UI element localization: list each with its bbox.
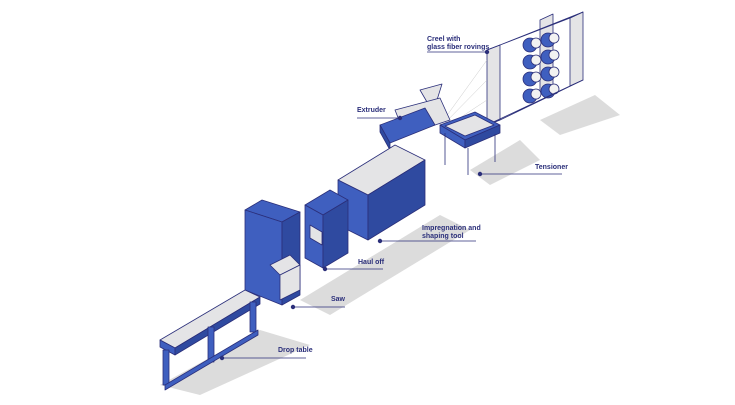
label-impregnation-line1: Impregnation and (422, 225, 481, 232)
label-haul-off: Haul off (358, 259, 385, 266)
leader-lines (219, 49, 562, 361)
drop-table (159, 289, 261, 391)
saw (244, 199, 301, 306)
label-creel-line2: glass fiber rovings (427, 44, 490, 51)
label-impregnation-line2: shaping tool (422, 233, 464, 240)
extruder (379, 83, 451, 151)
creel (486, 11, 584, 126)
label-drop-table: Drop table (278, 347, 313, 354)
haul-off (304, 189, 349, 269)
label-creel: Creel with glass fiber rovings (427, 36, 489, 52)
label-saw: Saw (331, 296, 346, 303)
label-extruder: Extruder (357, 107, 386, 114)
tensioner (439, 111, 501, 175)
floor-shadows (160, 95, 620, 395)
label-impregnation: Impregnation and shaping tool (422, 225, 481, 241)
label-creel-line1: Creel with (427, 36, 461, 43)
label-tensioner: Tensioner (535, 164, 568, 171)
